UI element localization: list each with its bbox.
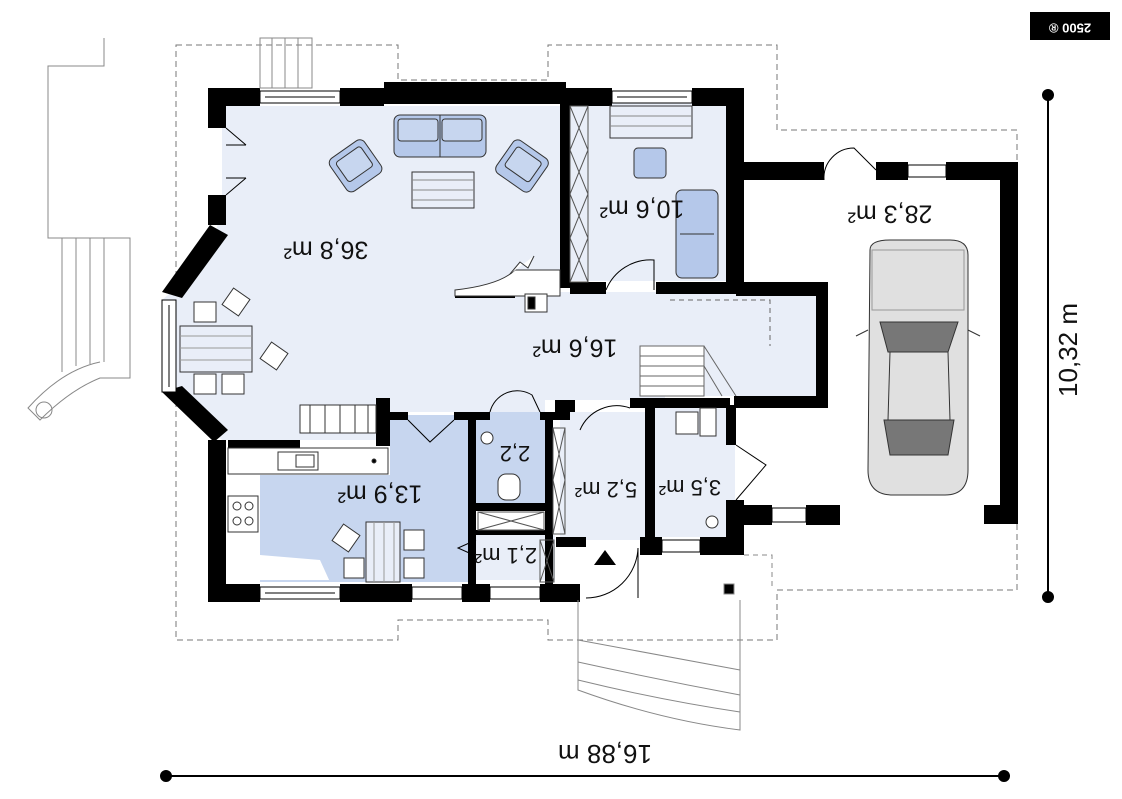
- boiler-south-wall: [700, 537, 744, 555]
- boiler-west-wall: [645, 405, 655, 540]
- wc-north-wall: [540, 412, 570, 420]
- vestibule-south-wall: [640, 537, 662, 555]
- pantry-east-wall: [556, 537, 586, 547]
- pantry-north-wall: [476, 530, 546, 535]
- office-south-wall-right: [656, 282, 736, 294]
- depth-dimension-label: 10,32 m: [1053, 303, 1083, 397]
- boiler-door: [735, 444, 767, 501]
- west-wall-top: [208, 88, 226, 128]
- doors: [225, 127, 877, 599]
- boiler-unit: [699, 407, 717, 437]
- living-furniture: [299, 114, 549, 434]
- stair-wall-bottom: [734, 396, 828, 408]
- car-icon: [855, 239, 981, 496]
- north-wall-center: [384, 82, 566, 104]
- window-garage-north: [907, 164, 947, 178]
- office-chair: [633, 147, 667, 179]
- wc-door: [489, 390, 541, 413]
- south-wall-kitchen-left: [208, 584, 260, 602]
- width-dimension-label: 16,88 m: [558, 739, 652, 769]
- west-wall-kitchen: [208, 440, 226, 602]
- pantry-door: [456, 539, 477, 557]
- kitchen-fittings: [227, 447, 425, 583]
- fireplace: [454, 255, 561, 313]
- plan-number-text: 2500 ®: [1049, 21, 1092, 36]
- garage-south-wall-mid: [806, 505, 840, 525]
- garage-side-door: [823, 147, 877, 181]
- vestibule-area-label: 5,2 m²: [575, 477, 637, 502]
- sideboard: [299, 404, 377, 434]
- terrace-stairs: [27, 37, 313, 421]
- north-wall-office-left: [566, 88, 612, 106]
- office-furniture: [609, 105, 719, 279]
- south-wall-kitchen-mid: [340, 584, 412, 602]
- stair-wall-top: [736, 282, 828, 296]
- garage-north-wall-mid: [876, 162, 908, 180]
- roof-outline: [175, 44, 1018, 641]
- garage-area-label: 28,3 m²: [848, 199, 933, 227]
- office-west-wall: [560, 98, 570, 288]
- garage-south-wall-left: [736, 505, 772, 525]
- living-floor: [162, 106, 665, 440]
- garage-south-wall-right: [984, 505, 1018, 524]
- kitchen-door-jamb: [386, 412, 408, 420]
- dining-table: [179, 325, 253, 373]
- wc-area-label: 2,2: [500, 441, 531, 466]
- vestibule-floor: [560, 412, 650, 540]
- vestibule-door: [579, 405, 631, 431]
- window-garage-south: [771, 507, 807, 523]
- office-south-wall-left: [570, 282, 606, 294]
- walls: [162, 82, 1018, 602]
- dining-set: [179, 287, 289, 395]
- plan-number-badge: 2500 ®: [1030, 12, 1110, 40]
- kitchen-door: [407, 419, 455, 443]
- bay-wall-upper: [162, 225, 228, 298]
- entrance-door: [585, 547, 639, 599]
- bay-wall-lower: [162, 386, 228, 442]
- wc-sink: [480, 431, 494, 445]
- toilet: [497, 473, 521, 501]
- garage-west-wall: [726, 90, 744, 290]
- entrance-steps: [577, 554, 773, 731]
- boiler-area-label: 3,5 m²: [659, 475, 721, 500]
- pantry-area-label: 2,1 m²: [475, 543, 537, 568]
- window-pantry-south: [489, 586, 541, 600]
- living-area-label: 36,8 m²: [284, 235, 369, 263]
- kitchen-area-label: 13,9 m²: [338, 479, 423, 507]
- windows: [161, 90, 947, 600]
- kitchen-north-wall: [228, 440, 300, 448]
- garage-east-wall: [1000, 162, 1018, 524]
- boiler-north-wall: [630, 398, 730, 408]
- kitchen-table: [365, 521, 401, 583]
- hall-wall-stub: [555, 400, 575, 412]
- kitchen-partition-top: [376, 398, 390, 446]
- vestibule-west-wall: [545, 412, 553, 590]
- hall-area-label: 16,6 m²: [533, 333, 618, 361]
- entrance-arrow-icon: [594, 550, 616, 565]
- window-south-mid: [411, 586, 463, 600]
- sanitary-fixtures: [480, 407, 719, 529]
- stair-wall-east: [816, 282, 828, 408]
- wc-west-wall: [468, 412, 476, 587]
- garage-north-wall-left: [738, 162, 824, 180]
- terrace-door: [225, 127, 247, 196]
- pantry-floor: [475, 535, 555, 580]
- wc-south-wall: [476, 503, 546, 511]
- office-door: [605, 259, 655, 291]
- west-wall-upper: [208, 195, 226, 225]
- boiler-east-wall-top: [726, 405, 736, 445]
- north-wall-mid: [340, 88, 384, 106]
- room-labels: 36,8 m² 10,6 m² 28,3 m² 16,6 m² 13,9 m² …: [284, 194, 933, 568]
- wardrobes: [477, 105, 589, 583]
- desk: [609, 105, 693, 139]
- south-wall-mid: [462, 584, 490, 602]
- window-boiler-south: [661, 539, 701, 553]
- dimension-lines: [160, 89, 1054, 782]
- kitchen-island: [260, 475, 390, 582]
- staircase: [639, 299, 771, 397]
- office-area-label: 10,6 m²: [600, 194, 685, 222]
